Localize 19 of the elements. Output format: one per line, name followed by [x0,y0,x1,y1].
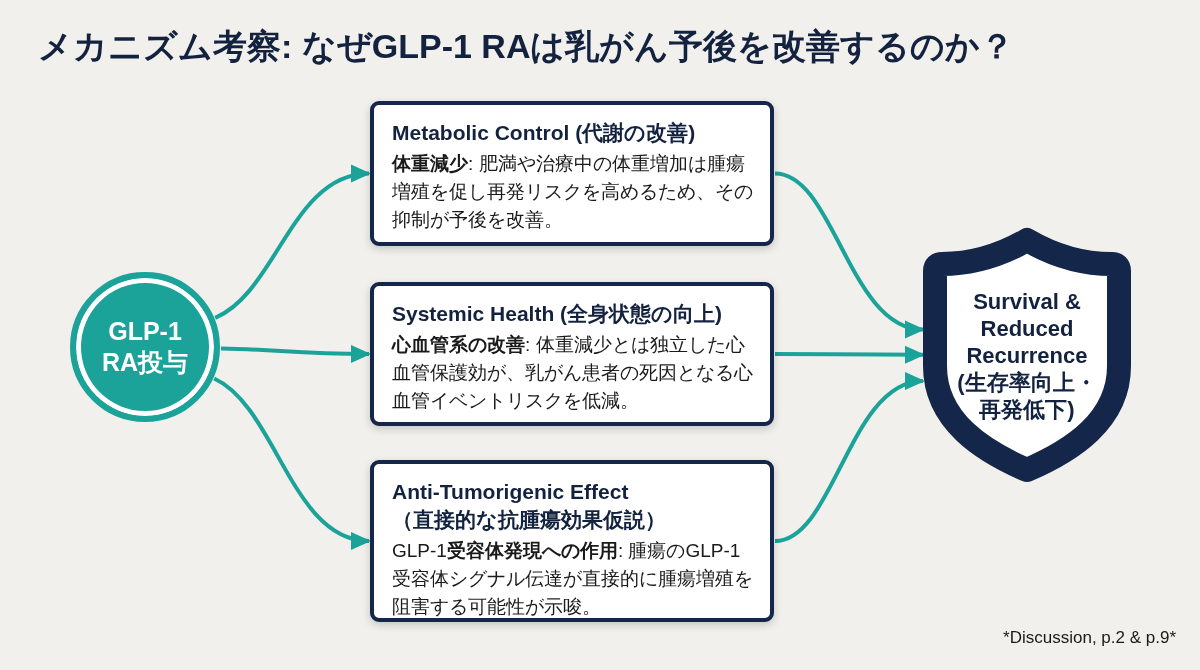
arrow [774,375,925,543]
circle-label: GLP-1 RA投与 [100,316,190,378]
arrow [214,166,371,320]
title: メカニズム考察: なぜGLP-1 RAは乳がん予後を改善するのか？ [38,26,1015,67]
info-box [370,101,774,246]
box-heading: Metabolic Control (代謝の改善) [392,120,697,146]
footnote: *Discussion, p.2 & p.9* [1003,628,1176,648]
box-heading: Systemic Health (全身状態の向上) [392,301,724,327]
arrow [213,376,371,548]
box-text: 心血管系の改善: 体重減少とは独立した心血管保護効が、乳がん患者の死因となる心血管イベントリスクを低減。 [392,333,754,413]
box-text: GLP-1受容体発現への作用: 腫瘍のGLP-1受容体シグナル伝達が直接的に腫瘍増殖を阻害する可能性が示唆。 [392,539,754,619]
info-box [370,282,774,426]
shield-label: Survival & Reduced Recurrence (生存率向上・再発低下) [956,287,1098,423]
box-heading: Anti-Tumorigenic Effect （直接的な抗腫瘍効果仮説） [392,479,667,534]
arrow [775,345,925,364]
box-text: 体重減少: 肥満や治療中の体重増加は腫瘍増殖を促し再発リスクを高めるため、その抑制が予後を改善。 [392,152,754,232]
arrow [774,171,925,336]
arrow [220,344,371,363]
info-box [370,460,774,622]
